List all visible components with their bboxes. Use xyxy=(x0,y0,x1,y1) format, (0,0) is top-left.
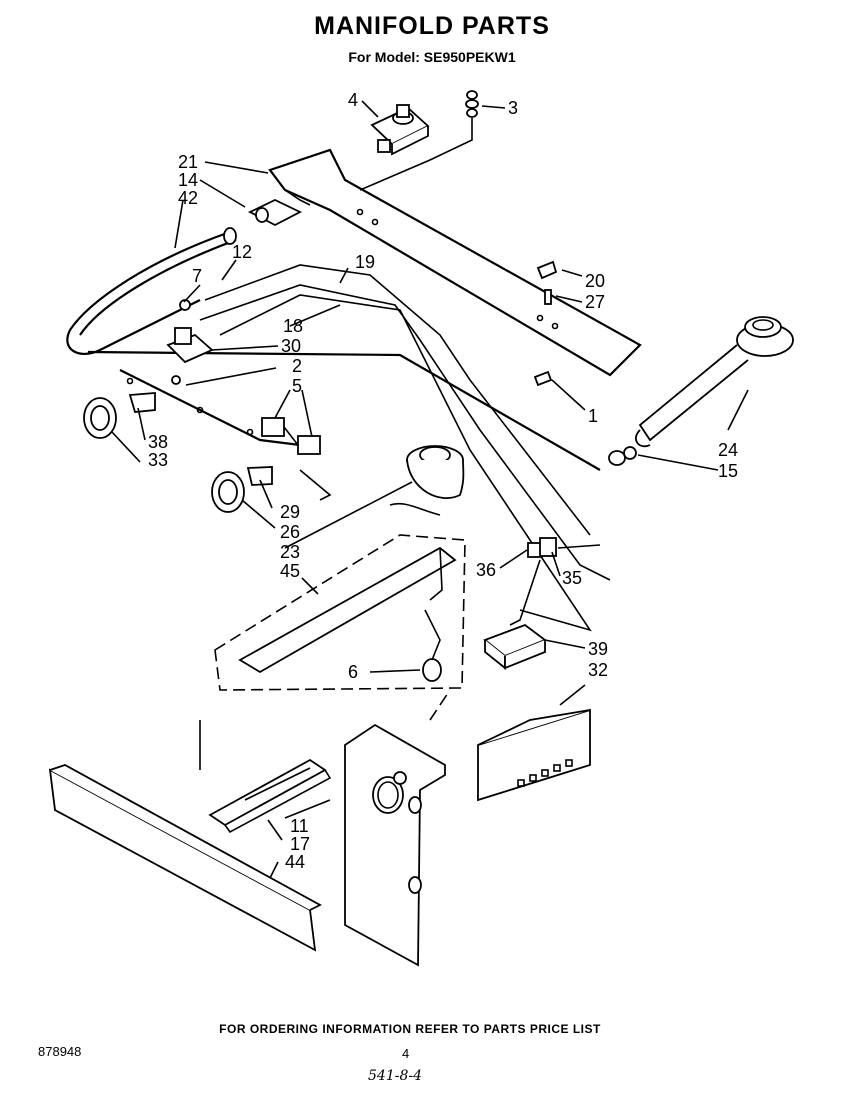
side-bracket xyxy=(344,723,446,967)
callout-20: 20 xyxy=(585,271,605,291)
callout-18: 18 xyxy=(283,316,303,336)
burner-center xyxy=(389,445,465,516)
callout-4: 4 xyxy=(348,90,358,110)
callout-5: 5 xyxy=(292,376,302,396)
document-number: 878948 xyxy=(38,1044,82,1059)
callout-23: 23 xyxy=(280,542,300,562)
ordering-note: FOR ORDERING INFORMATION REFER TO PARTS … xyxy=(219,1022,601,1036)
burner-right xyxy=(635,316,794,448)
callout-labels: 4 3 21 14 42 12 7 19 18 30 2 5 20 27 1 2… xyxy=(148,90,738,872)
callout-42: 42 xyxy=(178,188,198,208)
callout-15: 15 xyxy=(718,461,738,481)
control-knob-left xyxy=(83,392,156,439)
fitting-part xyxy=(359,90,479,191)
callout-3: 3 xyxy=(508,98,518,118)
callout-19: 19 xyxy=(355,252,375,272)
callout-7: 7 xyxy=(192,266,202,286)
callout-39: 39 xyxy=(588,639,608,659)
callout-45: 45 xyxy=(280,561,300,581)
model-subtitle: For Model: SE950PEKW1 xyxy=(348,49,516,65)
spark-module xyxy=(477,708,591,802)
burner-box-assembly xyxy=(214,534,466,721)
callout-1: 1 xyxy=(588,406,598,426)
burner-tube-left xyxy=(66,227,237,355)
page-title: MANIFOLD PARTS xyxy=(314,12,550,40)
callout-35: 35 xyxy=(562,568,582,588)
callout-14: 14 xyxy=(178,170,198,190)
callout-24: 24 xyxy=(718,440,738,460)
callout-30: 30 xyxy=(281,336,301,356)
valve-part xyxy=(166,299,214,385)
handwritten-code: 541-8-4 xyxy=(368,1068,422,1084)
callout-27: 27 xyxy=(585,292,605,312)
callout-21: 21 xyxy=(178,152,198,172)
switch-assembly xyxy=(509,537,601,626)
bracket-part xyxy=(247,199,303,227)
ignition-switch xyxy=(483,623,547,670)
callout-29: 29 xyxy=(280,502,300,522)
callout-2: 2 xyxy=(292,356,302,376)
electrode-bracket xyxy=(533,260,558,387)
callout-44: 44 xyxy=(285,852,305,872)
callout-11: 11 xyxy=(290,816,309,836)
callout-32: 32 xyxy=(588,660,608,680)
lower-panel xyxy=(48,720,322,952)
callout-38: 38 xyxy=(148,432,168,452)
callout-12: 12 xyxy=(232,242,252,262)
manifold-pipe xyxy=(268,148,642,377)
callout-6: 6 xyxy=(348,662,358,682)
callout-33: 33 xyxy=(148,450,168,470)
burner-valves xyxy=(261,417,332,501)
control-knob-center xyxy=(211,466,273,513)
callout-26: 26 xyxy=(280,522,300,542)
callout-36: 36 xyxy=(476,560,496,580)
callout-17: 17 xyxy=(290,834,310,854)
regulator-part xyxy=(370,104,430,156)
page-number: 4 xyxy=(402,1046,410,1061)
orifice-part xyxy=(608,446,637,466)
heat-shield xyxy=(208,758,332,834)
leader-lines xyxy=(111,100,749,879)
